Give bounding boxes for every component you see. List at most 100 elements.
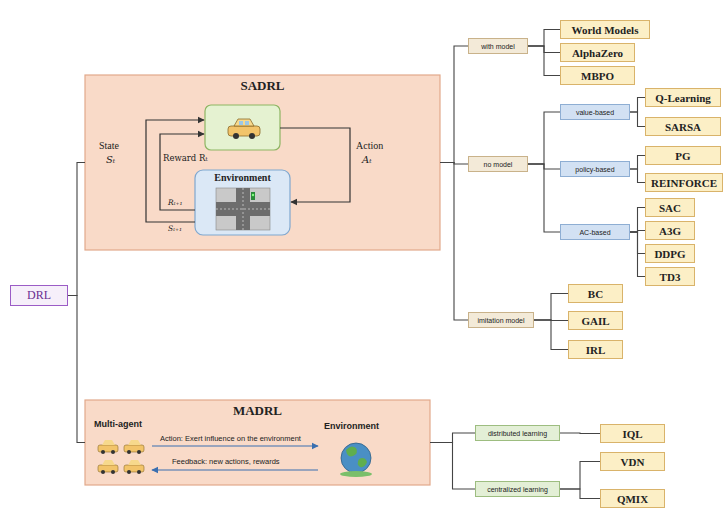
tree-connector — [630, 232, 645, 277]
node-text: AC-based — [579, 229, 610, 236]
group-panel: SADRL Environment — [85, 75, 440, 250]
madrl-panel-fill — [85, 400, 430, 485]
node-text: with model — [481, 43, 514, 50]
method-box: MBPO — [560, 66, 635, 85]
node-text: IRL — [586, 344, 606, 356]
category-box: no model — [468, 156, 528, 172]
reward-arrow — [160, 134, 204, 210]
node-text: centralized learning — [487, 486, 548, 493]
node-text: PG — [675, 150, 690, 162]
node-text: Q-Learning — [655, 92, 711, 104]
node-text: VDN — [621, 456, 645, 468]
environment-box — [195, 170, 290, 235]
node-text: TD3 — [660, 271, 681, 283]
tree-connector — [440, 163, 468, 321]
method-box: Q-Learning — [645, 88, 721, 107]
method-box: SAC — [645, 198, 695, 217]
tree-connector — [534, 294, 568, 321]
tree-connector — [528, 164, 560, 232]
feedback-flow-arrow — [152, 469, 318, 470]
category-box: distributed learning — [475, 425, 560, 441]
agent-box — [205, 105, 280, 150]
tree-connector — [630, 112, 645, 127]
diagram-label: Action — [356, 140, 383, 151]
node-text: SADRL — [240, 78, 284, 94]
tree-connector — [68, 163, 85, 296]
method-box: PG — [645, 146, 721, 165]
node-text: World Models — [572, 24, 639, 36]
tree-connector — [528, 30, 560, 47]
sadrl-panel-fill — [85, 75, 440, 250]
method-box: DDPG — [645, 244, 695, 263]
diagram-label: Rₜ₊₁ — [168, 198, 182, 207]
category-box: with model — [468, 38, 528, 54]
diagram-label: Multi-agent — [94, 419, 142, 429]
category-box: AC-based — [560, 224, 630, 240]
tree-connector — [630, 98, 645, 113]
diagram-label: Feedback: new actions, rewards — [172, 457, 280, 466]
category-box: centralized learning — [475, 481, 560, 497]
tree-connector — [528, 46, 560, 76]
node-text: imitation model — [477, 317, 524, 324]
node-text: distributed learning — [488, 430, 547, 437]
tree-connector — [528, 112, 560, 164]
tree-connector — [560, 489, 600, 499]
tree-connector — [534, 320, 568, 350]
multi-agent-cars — [98, 440, 144, 474]
node-text: IQL — [622, 428, 642, 440]
method-box: REINFORCE — [645, 173, 723, 192]
method-box: QMIX — [600, 489, 665, 508]
method-box: VDN — [600, 452, 665, 471]
node-text: MADRL — [233, 403, 282, 419]
node-text: A3G — [659, 225, 681, 237]
node-text: SARSA — [665, 121, 701, 133]
diagram-label: Aₜ — [362, 154, 372, 165]
tree-connector — [440, 46, 468, 163]
node-text: GAIL — [581, 315, 609, 327]
method-box: IQL — [600, 424, 665, 443]
method-box: AlphaZero — [560, 43, 635, 62]
globe-icon — [340, 443, 372, 477]
state-arrow — [146, 120, 204, 222]
diagram-label: Sₜ — [106, 154, 115, 165]
node-text: policy-based — [575, 166, 614, 173]
node-text: REINFORCE — [651, 177, 717, 189]
node-text: BC — [588, 288, 603, 300]
tree-connector — [630, 156, 645, 170]
category-box: imitation model — [468, 312, 534, 328]
crossroad-icon — [216, 188, 270, 230]
node-text: Environment — [214, 172, 271, 183]
node-text: AlphaZero — [572, 47, 623, 59]
tree-connector — [430, 443, 475, 490]
diagram-label: Environment — [324, 421, 379, 431]
node-text: SAC — [659, 202, 681, 214]
tree-connector — [430, 433, 475, 443]
method-box: World Models — [560, 20, 650, 39]
tree-connector — [560, 432, 600, 434]
tree-connector — [68, 296, 85, 443]
method-box: A3G — [645, 221, 695, 240]
node-text: QMIX — [617, 493, 648, 505]
node-text: no model — [484, 161, 513, 168]
diagram-label: Action: Exert influence on the environme… — [160, 434, 301, 443]
car-icon — [228, 119, 260, 139]
method-box: IRL — [568, 340, 623, 359]
diagram-label: State — [99, 140, 119, 151]
diagram-label: Sₜ₊₁ — [168, 224, 182, 233]
node-text: DRL — [27, 288, 51, 303]
action-flow-arrow — [152, 445, 318, 446]
method-box: BC — [568, 284, 623, 303]
tree-connector — [630, 208, 645, 233]
node-text: MBPO — [581, 70, 614, 82]
method-box: TD3 — [645, 267, 695, 286]
method-box: GAIL — [568, 311, 623, 330]
node-text: value-based — [576, 109, 614, 116]
node-text: DDPG — [654, 248, 685, 260]
action-arrow — [280, 128, 350, 202]
category-box: policy-based — [560, 161, 630, 177]
category-box: value-based — [560, 104, 630, 120]
tree-connector — [630, 169, 645, 183]
root-box: DRL — [10, 285, 68, 306]
environment-box: Environment — [195, 170, 290, 235]
tree-connector — [560, 462, 600, 490]
